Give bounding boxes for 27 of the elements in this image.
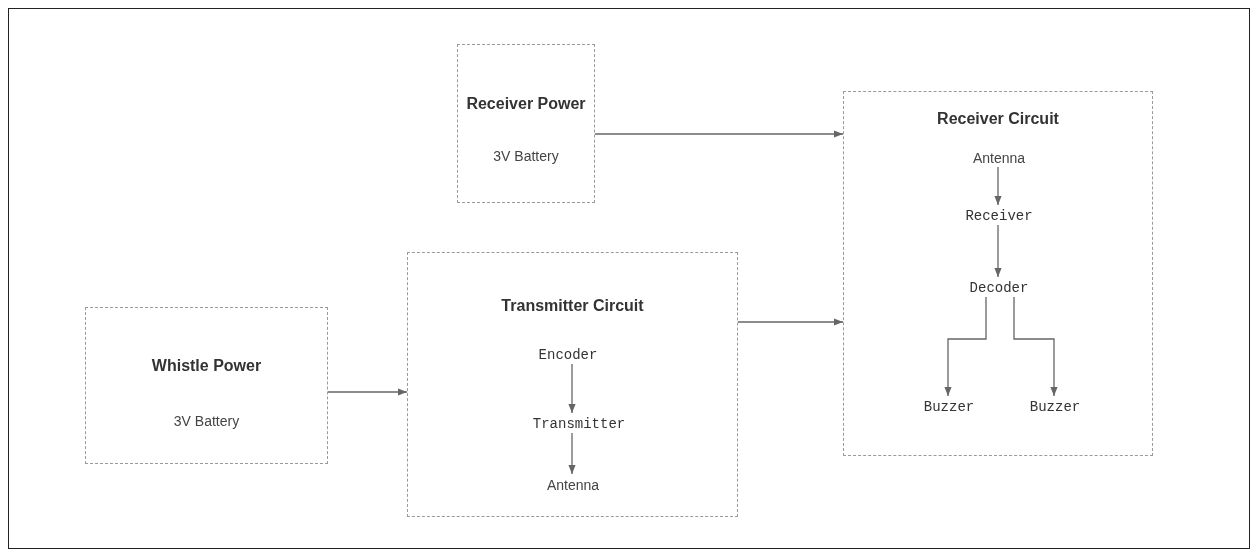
dashed-box — [457, 44, 595, 203]
box-heading: Receiver Power — [465, 95, 587, 113]
box-heading: Receiver Circuit — [936, 110, 1060, 128]
arrow — [1013, 296, 1058, 397]
arrow — [737, 318, 844, 326]
box-heading: Whistle Power — [150, 357, 263, 375]
component-label: Receiver — [954, 206, 1044, 226]
arrow — [568, 432, 576, 475]
arrow — [944, 296, 987, 397]
component-label: Buzzer — [914, 397, 984, 417]
component-label: Decoder — [959, 278, 1039, 298]
box-heading: Transmitter Circuit — [500, 297, 645, 315]
arrow — [327, 388, 408, 396]
dashed-box — [843, 91, 1153, 456]
component-label: Antenna — [538, 475, 608, 495]
dashed-box — [407, 252, 738, 517]
dashed-box — [85, 307, 328, 464]
arrow — [994, 166, 1002, 206]
arrow — [568, 363, 576, 414]
component-label: Antenna — [964, 148, 1034, 168]
component-label: Encoder — [528, 345, 608, 365]
component-label: Transmitter — [519, 414, 639, 434]
arrow — [594, 130, 844, 138]
component-label: Buzzer — [1020, 397, 1090, 417]
arrow — [994, 224, 1002, 278]
box-subtext: 3V Battery — [172, 413, 241, 429]
box-subtext: 3V Battery — [492, 148, 560, 164]
